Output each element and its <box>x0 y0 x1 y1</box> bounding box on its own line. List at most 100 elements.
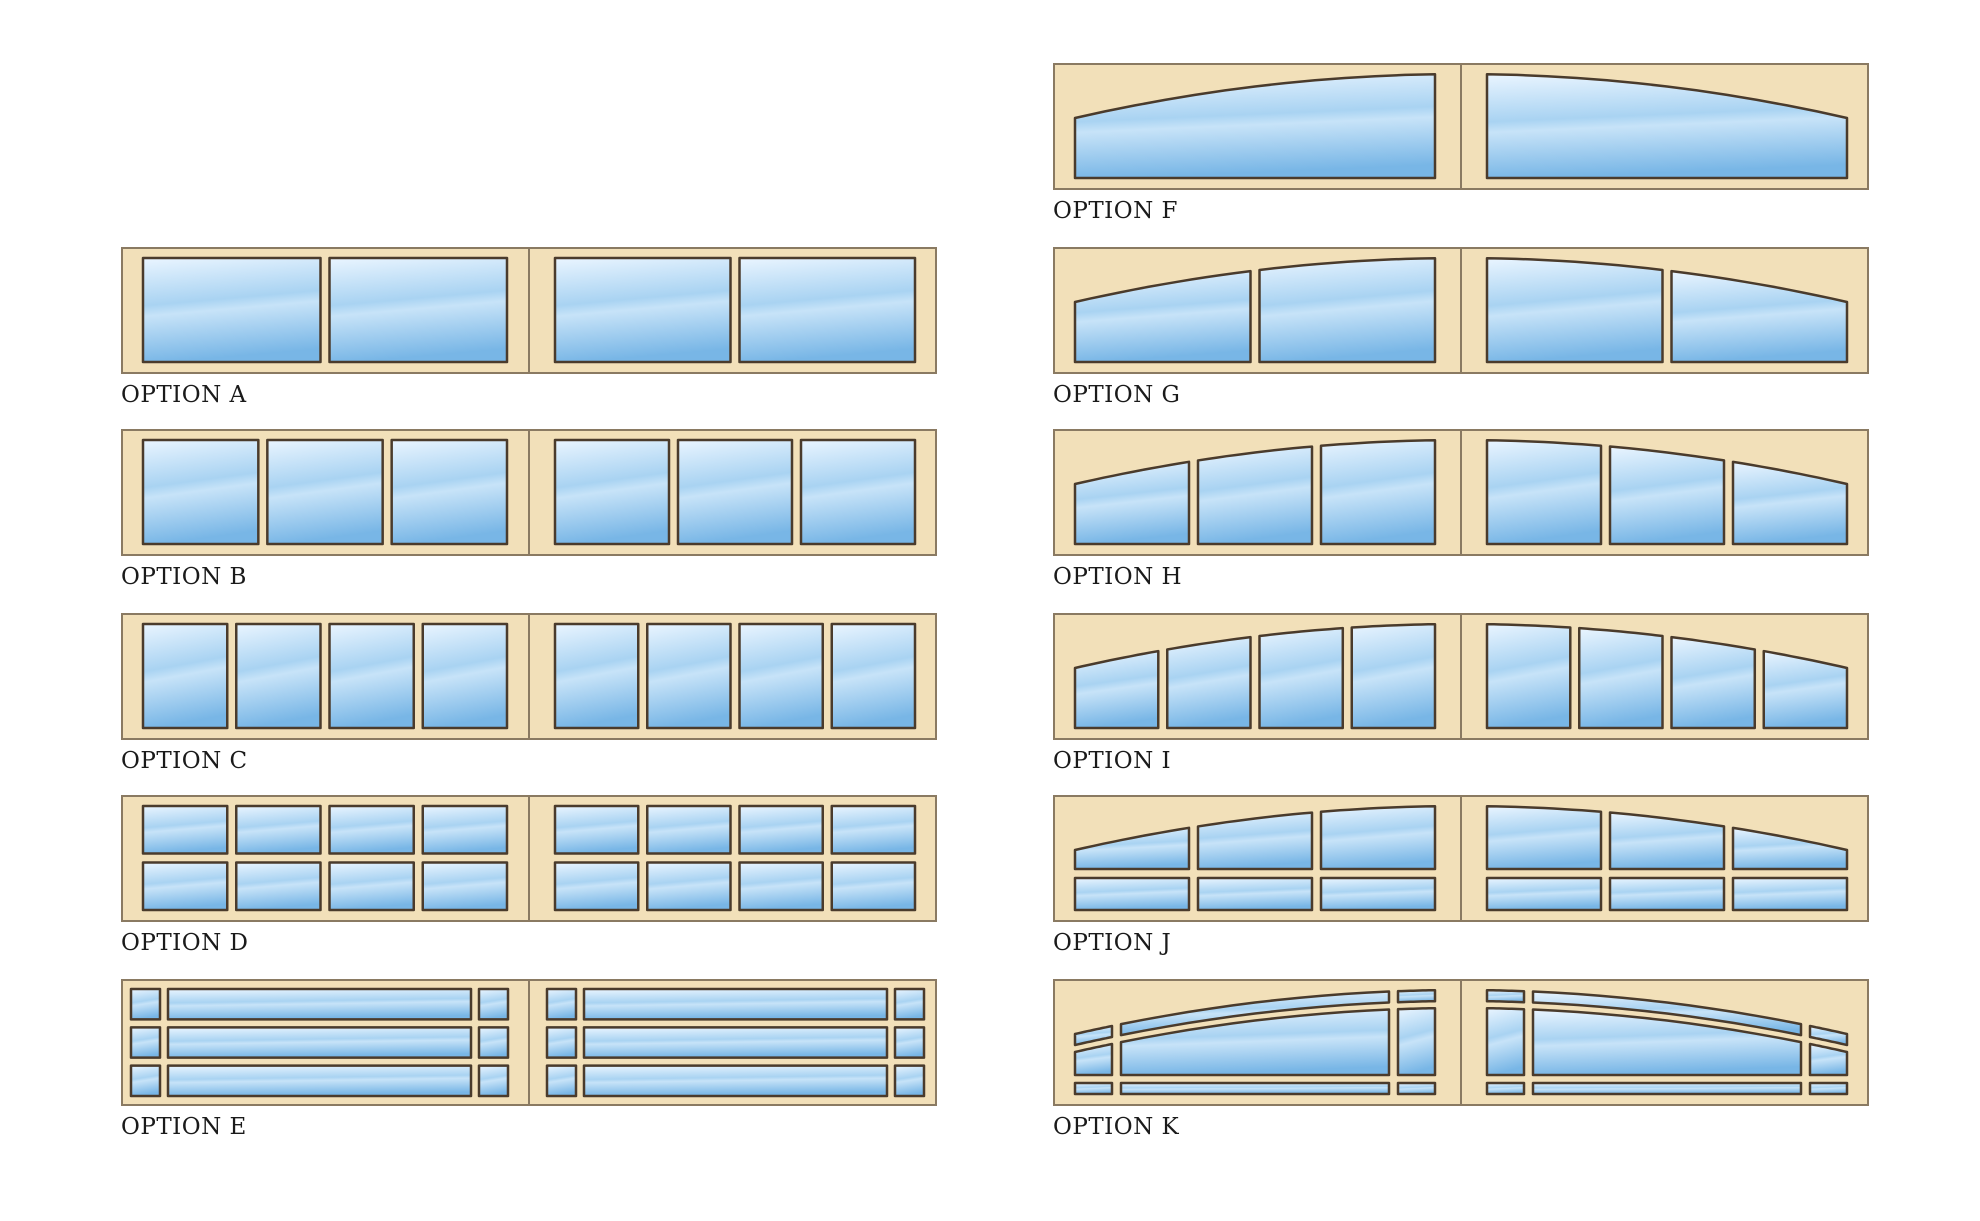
glass-pane <box>893 987 926 1021</box>
option-i: OPTION I <box>1053 613 1869 774</box>
glass-pane <box>1119 990 1391 1037</box>
glass-pane <box>1485 804 1603 871</box>
glass-pane <box>1485 256 1664 364</box>
glass-pane <box>1608 811 1726 871</box>
option-label-d: OPTION D <box>121 930 249 956</box>
glass-pane <box>235 622 322 730</box>
glass-pane <box>1396 1081 1437 1096</box>
glass-pane <box>166 1026 473 1059</box>
option-a: OPTION A <box>121 247 937 408</box>
option-label-g: OPTION G <box>1053 382 1181 408</box>
glass-pane <box>141 622 229 730</box>
glass-pane <box>1073 269 1252 364</box>
glass-pane <box>738 804 824 855</box>
glass-pane <box>1731 876 1849 912</box>
glass-pane <box>830 622 917 730</box>
glass-pane <box>390 438 509 546</box>
option-label-e: OPTION E <box>121 1114 247 1140</box>
glass-pane <box>141 438 260 546</box>
glass-pane <box>830 861 917 912</box>
glass-pane <box>1485 1006 1526 1077</box>
glass-pane <box>553 438 671 546</box>
glass-pane <box>1319 804 1437 871</box>
glass-pane <box>328 861 415 912</box>
glass-pane <box>738 622 824 730</box>
glass-pane <box>1396 988 1437 1004</box>
glass-pane <box>799 438 917 546</box>
glass-pane <box>129 1064 162 1098</box>
window-panel-j <box>1053 795 1869 922</box>
glass-pane <box>1608 876 1726 912</box>
glass-pane <box>1119 1008 1391 1077</box>
glass-pane <box>477 987 510 1021</box>
glass-pane <box>553 256 732 364</box>
glass-pane <box>129 987 162 1021</box>
glass-pane <box>1073 1042 1114 1077</box>
option-j: OPTION J <box>1053 795 1869 956</box>
option-h: OPTION H <box>1053 429 1869 590</box>
glass-pane <box>582 1026 889 1059</box>
glass-pane <box>1258 256 1437 364</box>
glass-pane <box>1762 649 1849 730</box>
glass-pane <box>1073 1081 1114 1096</box>
window-panel-d <box>121 795 937 922</box>
glass-pane <box>582 1064 889 1098</box>
glass-pane <box>1670 269 1849 364</box>
glass-pane <box>1073 460 1191 546</box>
glass-pane <box>1485 1081 1526 1096</box>
option-label-b: OPTION B <box>121 564 247 590</box>
glass-pane <box>1196 876 1314 912</box>
glass-pane <box>1258 626 1345 730</box>
glass-pane <box>1531 1008 1803 1077</box>
glass-pane <box>166 1064 473 1098</box>
glass-pane <box>1073 876 1191 912</box>
glass-pane <box>328 256 509 364</box>
glass-pane <box>1485 622 1572 730</box>
option-d: OPTION D <box>121 795 937 956</box>
glass-pane <box>1119 1081 1391 1096</box>
glass-pane <box>553 861 640 912</box>
glass-pane <box>141 804 229 855</box>
glass-pane <box>1731 826 1849 871</box>
glass-pane <box>1808 1042 1849 1077</box>
window-panel-b <box>121 429 937 556</box>
option-c: OPTION C <box>121 613 937 774</box>
glass-pane <box>1166 635 1252 730</box>
option-label-h: OPTION H <box>1053 564 1183 590</box>
glass-pane <box>1485 876 1603 912</box>
glass-pane <box>646 622 732 730</box>
option-label-i: OPTION I <box>1053 748 1172 774</box>
glass-pane <box>1531 990 1803 1037</box>
option-label-c: OPTION C <box>121 748 248 774</box>
window-panel-e <box>121 979 937 1106</box>
glass-pane <box>328 804 415 855</box>
glass-pane <box>545 1026 578 1059</box>
glass-pane <box>1485 438 1603 546</box>
option-label-j: OPTION J <box>1053 930 1172 956</box>
glass-pane <box>328 622 415 730</box>
window-panel-g <box>1053 247 1869 374</box>
glass-pane <box>1350 622 1437 730</box>
glass-pane <box>553 622 640 730</box>
glass-pane <box>1073 649 1160 730</box>
option-label-a: OPTION A <box>121 382 247 408</box>
option-e: OPTION E <box>121 979 937 1140</box>
window-panel-c <box>121 613 937 740</box>
option-f: OPTION F <box>1053 63 1869 224</box>
window-panel-h <box>1053 429 1869 556</box>
glass-pane <box>646 804 732 855</box>
glass-pane <box>545 1064 578 1098</box>
glass-pane <box>582 987 889 1021</box>
glass-pane <box>738 861 824 912</box>
glass-pane <box>421 622 509 730</box>
glass-pane <box>1485 988 1526 1004</box>
window-panel-a <box>121 247 937 374</box>
glass-pane <box>421 804 509 855</box>
glass-pane <box>676 438 794 546</box>
glass-pane <box>141 256 322 364</box>
glass-pane <box>646 861 732 912</box>
glass-pane <box>1578 626 1664 730</box>
glass-pane <box>235 804 322 855</box>
glass-pane <box>545 987 578 1021</box>
glass-pane <box>477 1064 510 1098</box>
